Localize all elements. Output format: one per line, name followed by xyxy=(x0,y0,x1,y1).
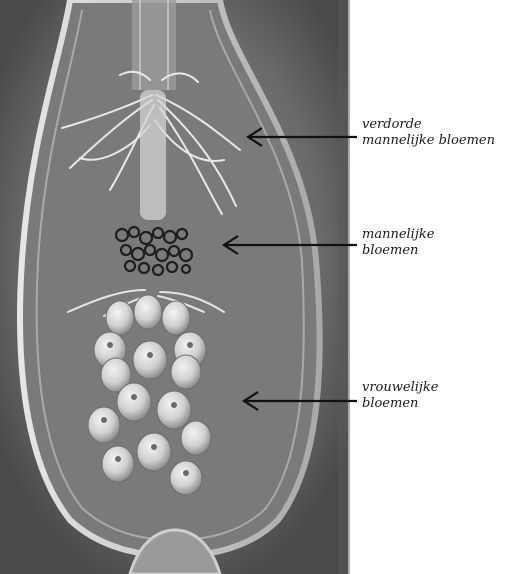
label-withered-line1: verdorde xyxy=(362,117,495,133)
label-withered-line2: mannelijke bloemen xyxy=(362,133,495,149)
spadix-upper xyxy=(140,90,166,220)
label-male-flowers: mannelijke bloemen xyxy=(362,227,434,259)
label-male-line1: mannelijke xyxy=(362,227,434,243)
label-withered-male-flowers: verdorde mannelijke bloemen xyxy=(362,117,495,149)
label-female-line2: bloemen xyxy=(362,396,439,412)
label-female-line1: vrouwelijke xyxy=(362,380,439,396)
photo-shadow-edge xyxy=(338,0,350,574)
label-male-line2: bloemen xyxy=(362,243,434,259)
label-female-flowers: vrouwelijke bloemen xyxy=(362,380,439,412)
